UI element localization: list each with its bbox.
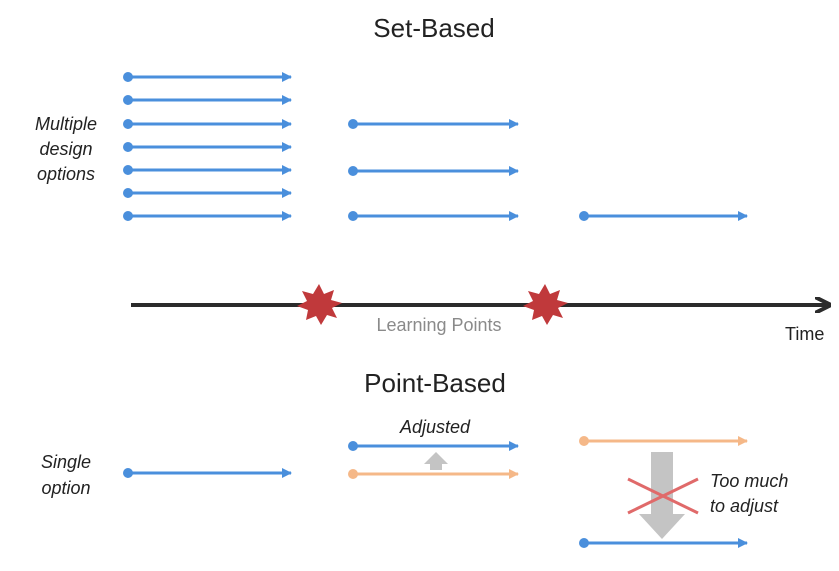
learning-points-label: Learning Points [376, 315, 501, 335]
point-based-side-label: Single option [41, 452, 91, 498]
learning-point-burst [523, 284, 568, 325]
timeline: Learning Points Time [131, 284, 830, 344]
too-much-label-line-2: to adjust [710, 496, 779, 516]
design-option-arrow [348, 166, 519, 176]
point-based-side-label-line-1: Single [41, 452, 91, 472]
point-based-title: Point-Based [364, 368, 506, 398]
set-based-side-label-line-1: Multiple [35, 114, 97, 134]
original-option-arrow [348, 469, 519, 479]
set-based-title: Set-Based [373, 13, 494, 43]
set-based-stage-2 [348, 119, 519, 221]
design-option-arrow [348, 119, 519, 129]
design-option-arrow [123, 95, 292, 105]
learning-point-burst [297, 284, 342, 325]
set-based-stage-3 [579, 211, 748, 221]
adjust-up-arrow [424, 452, 448, 470]
design-option-arrow [123, 72, 292, 82]
point-based-side-label-line-2: option [41, 478, 90, 498]
design-option-arrow [123, 165, 292, 175]
set-based-side-label-line-3: options [37, 164, 95, 184]
adjusted-label: Adjusted [399, 417, 471, 437]
set-based-side-label: Multiple design options [35, 114, 97, 184]
set-based-stage-1 [123, 72, 292, 221]
design-option-arrow [123, 188, 292, 198]
late-option-arrow [579, 436, 748, 446]
design-option-arrow [123, 211, 292, 221]
adjusted-option-arrow [348, 441, 519, 451]
time-label: Time [785, 324, 824, 344]
design-option-arrow [579, 211, 748, 221]
design-option-arrow [348, 211, 519, 221]
design-option-arrow [123, 142, 292, 152]
set-based-side-label-line-2: design [39, 139, 92, 159]
reworked-option-arrow [579, 538, 748, 548]
design-option-arrow [123, 119, 292, 129]
single-option-arrow [123, 468, 292, 478]
too-much-label-line-1: Too much [710, 471, 788, 491]
cross-icon [627, 477, 699, 515]
